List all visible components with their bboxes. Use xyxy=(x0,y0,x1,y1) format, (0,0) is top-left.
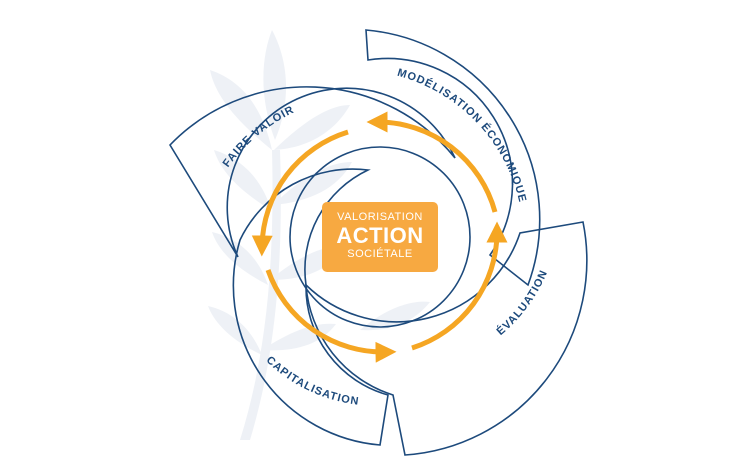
center-badge: VALORISATION ACTION SOCIÉTALE xyxy=(322,202,438,272)
segment-evaluation-label: ÉVALUATION xyxy=(494,268,550,338)
segment-faire-valoir-shape xyxy=(168,86,456,258)
segment-modelisation-label: MODÉLISATION ÉCONOMIQUE xyxy=(396,67,528,204)
center-top-text: VALORISATION xyxy=(337,211,423,223)
center-bottom-text: SOCIÉTALE xyxy=(347,248,413,260)
segment-capitalisation-label: CAPITALISATION xyxy=(264,354,360,408)
arrow-left xyxy=(251,129,349,257)
segment-outlines xyxy=(168,29,588,456)
arrow-top xyxy=(366,111,498,213)
cycle-arrows xyxy=(251,111,508,363)
inner-circle xyxy=(289,146,471,328)
center-main-text: ACTION xyxy=(336,223,424,248)
segment-capitalisation-shape xyxy=(232,168,389,446)
arrow-bottom xyxy=(265,269,397,363)
arrow-right xyxy=(411,221,508,351)
segment-modelisation-shape xyxy=(365,29,541,287)
